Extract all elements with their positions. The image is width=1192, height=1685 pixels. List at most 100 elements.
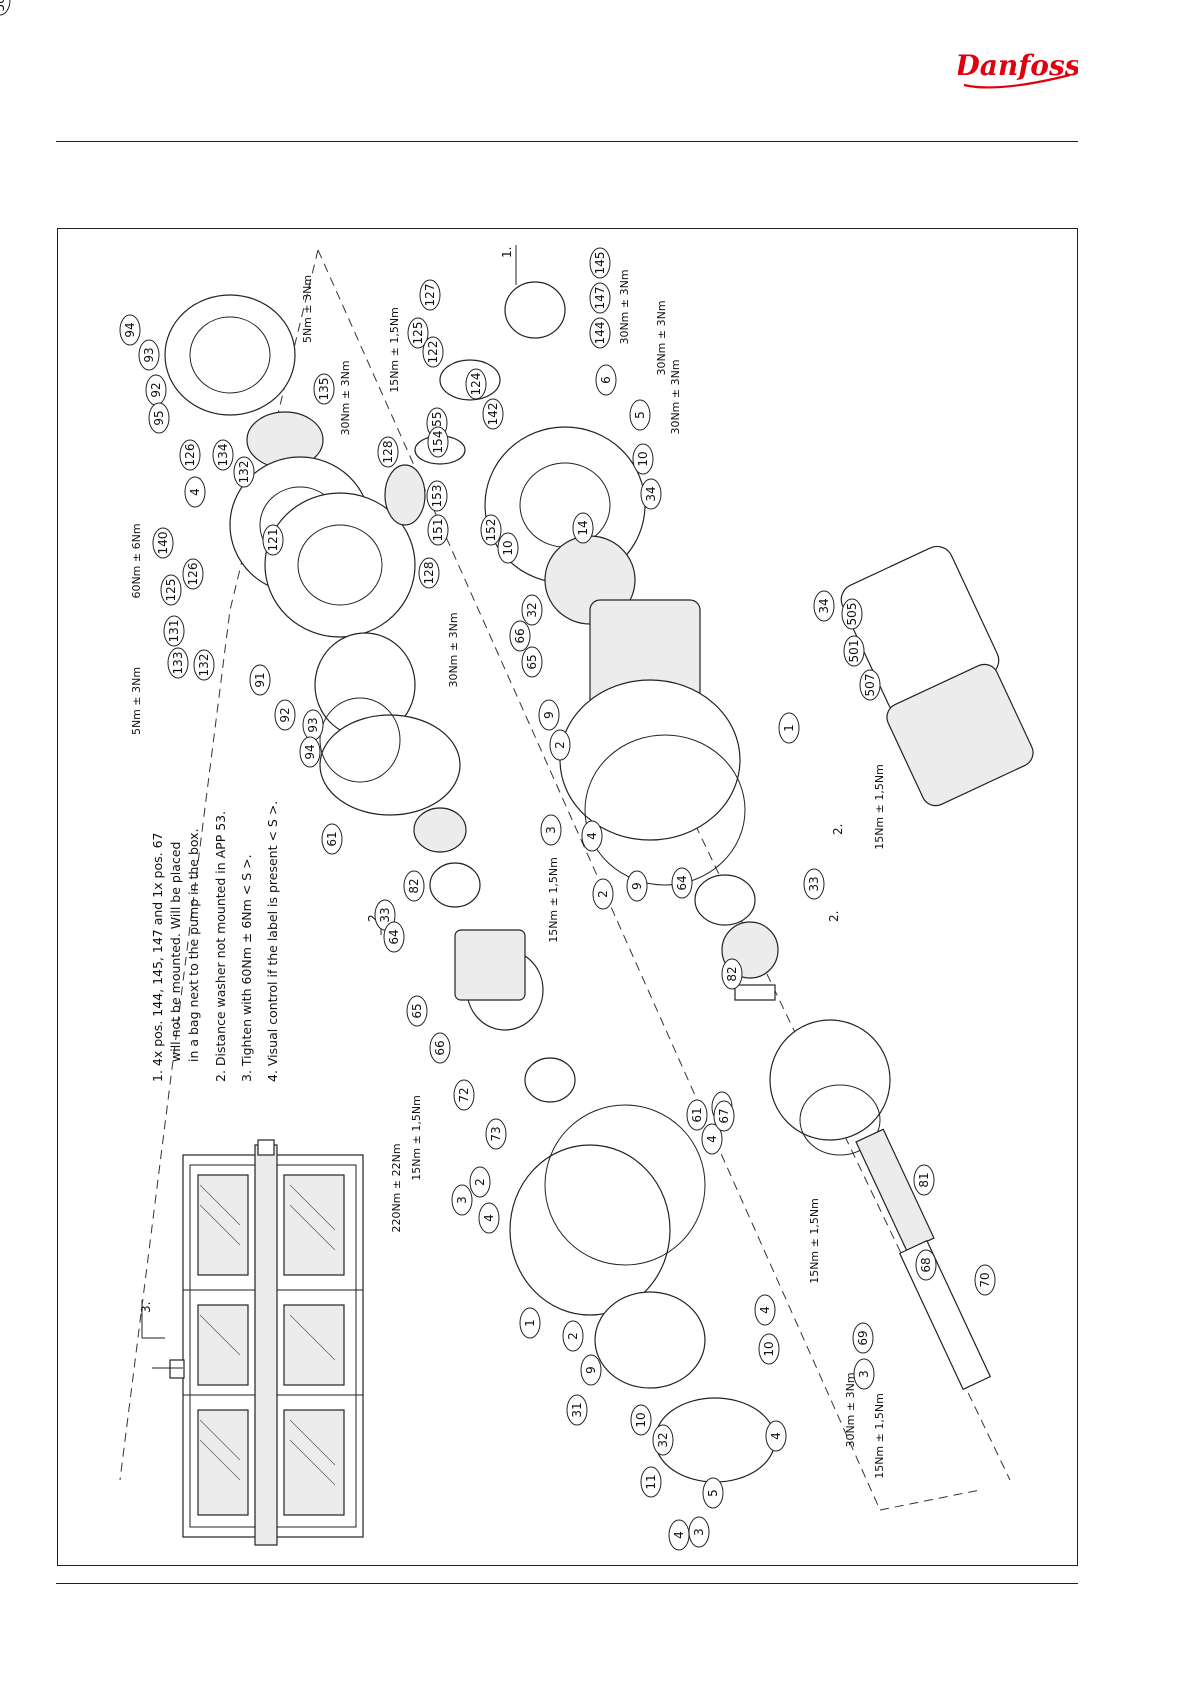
callout-circle (249, 664, 271, 696)
callout-number: 82 (407, 878, 421, 893)
callout-circle (754, 1294, 776, 1326)
torque-label: 30Nm ± 3Nm (447, 612, 460, 687)
callout-bubble: 6 (595, 364, 617, 396)
torque-label: 5Nm ± 3Nm (301, 275, 314, 343)
callout-circle (686, 1099, 708, 1131)
callout-bubble: 501 (843, 635, 865, 667)
callout-bubble: 125 (407, 317, 429, 349)
note-line: 1. 4x pos. 144, 145, 147 and 1x pos. 67 (150, 833, 165, 1082)
callout-number: 131 (167, 620, 181, 643)
callout-number: 133 (171, 652, 185, 675)
callout-number: 4 (769, 1432, 783, 1440)
callout-number: 64 (387, 929, 401, 944)
callout-bubble: 70 (974, 1264, 996, 1296)
callout-bubble: 93 (138, 339, 160, 371)
callout-number: 5 (633, 411, 647, 419)
callout-bubble: 11 (640, 1466, 662, 1498)
callout-circle (422, 336, 444, 368)
callout-circle (859, 669, 881, 701)
callout-circle (383, 921, 405, 953)
callout-number: 82 (725, 966, 739, 981)
callout-number: 124 (469, 373, 483, 396)
callout-circle (540, 814, 562, 846)
callout-number: 10 (636, 451, 650, 466)
callout-bubble: 64 (671, 867, 693, 899)
callout-circle (160, 574, 182, 606)
callout-circle (592, 878, 614, 910)
callout-bubble: 4 (754, 1294, 776, 1326)
callout-number: 3 (544, 826, 558, 834)
callout-number: 142 (486, 403, 500, 426)
callout-circle (0, 0, 11, 16)
callout-circle (321, 823, 343, 855)
callout-number: 9 (584, 1366, 598, 1374)
callout-circle (626, 870, 648, 902)
torque-label: 5Nm ± 3Nm (130, 667, 143, 735)
callout-bubble: 4 (184, 476, 206, 508)
note-line: in a bag next to the pump in the box. (186, 828, 201, 1062)
callout-circle (595, 364, 617, 396)
torque-label: 15Nm ± 1,5Nm (873, 1393, 886, 1479)
callout-bubble: 10 (497, 532, 519, 564)
callout-number: 508 (0, 0, 7, 11)
callout-bubble: 142 (482, 398, 504, 430)
section-view (141, 1139, 364, 1546)
callout-bubble: 66 (509, 620, 531, 652)
callout-number: 2 (553, 741, 567, 749)
callout-bubble: 10 (758, 1333, 780, 1365)
callout-circle (182, 558, 204, 590)
callout-number: 31 (570, 1402, 584, 1417)
callout-circle (419, 279, 441, 311)
callout-circle (778, 712, 800, 744)
note-line: 4. Visual control if the label is presen… (265, 801, 280, 1082)
callout-number: 507 (863, 674, 877, 697)
callout-bubble: 9 (580, 1354, 602, 1386)
callout-number: 10 (501, 540, 515, 555)
callout-number: 32 (656, 1432, 670, 1447)
parts (164, 281, 1034, 1483)
callout-number: 34 (644, 486, 658, 501)
callout-circle (453, 1079, 475, 1111)
step-ref: 2. (827, 911, 841, 922)
callout-number: 154 (431, 431, 445, 454)
callout-circle (148, 402, 170, 434)
callout-number: 4 (585, 832, 599, 840)
callout-bubble: 121 (262, 524, 284, 556)
callout-bubble: 3 (540, 814, 562, 846)
callout-bubble: 66 (429, 1032, 451, 1064)
note-line: will not be mounted. Will be placed (168, 842, 183, 1062)
callout-circle (629, 399, 651, 431)
callout-bubble: 2 (562, 1320, 584, 1352)
callout-circle (427, 514, 449, 546)
callout-circle (274, 699, 296, 731)
callout-bubble: 95 (148, 402, 170, 434)
callout-number: 144 (593, 322, 607, 345)
callout-number: 91 (253, 672, 267, 687)
note-line: 2. Distance washer not mounted in APP 53… (213, 811, 228, 1082)
callout-circle (765, 1420, 787, 1452)
callout-number: 32 (525, 602, 539, 617)
callout-circle (702, 1477, 724, 1509)
callout-circle (497, 532, 519, 564)
callout-number: 125 (411, 322, 425, 345)
callout-number: 9 (542, 711, 556, 719)
callout-number: 10 (634, 1412, 648, 1427)
callout-bubble: 131 (163, 615, 185, 647)
torque-label: 15Nm ± 1,5Nm (547, 857, 560, 943)
callout-bubble: 10 (630, 1404, 652, 1436)
callout-number: 135 (317, 378, 331, 401)
step-ref: 2. (831, 824, 845, 835)
callout-bubble: 5 (629, 399, 651, 431)
callout-bubble: 10 (632, 443, 654, 475)
callout-circle (377, 436, 399, 468)
callout-circle (485, 1118, 507, 1150)
callout-circle (803, 868, 825, 900)
callout-circle (843, 635, 865, 667)
callout-circle (427, 426, 449, 458)
torque-label: 15Nm ± 1,5Nm (808, 1198, 821, 1284)
callout-circle (640, 478, 662, 510)
callout-bubble: 140 (152, 527, 174, 559)
callout-circle (758, 1333, 780, 1365)
callout-number: 10 (762, 1341, 776, 1356)
